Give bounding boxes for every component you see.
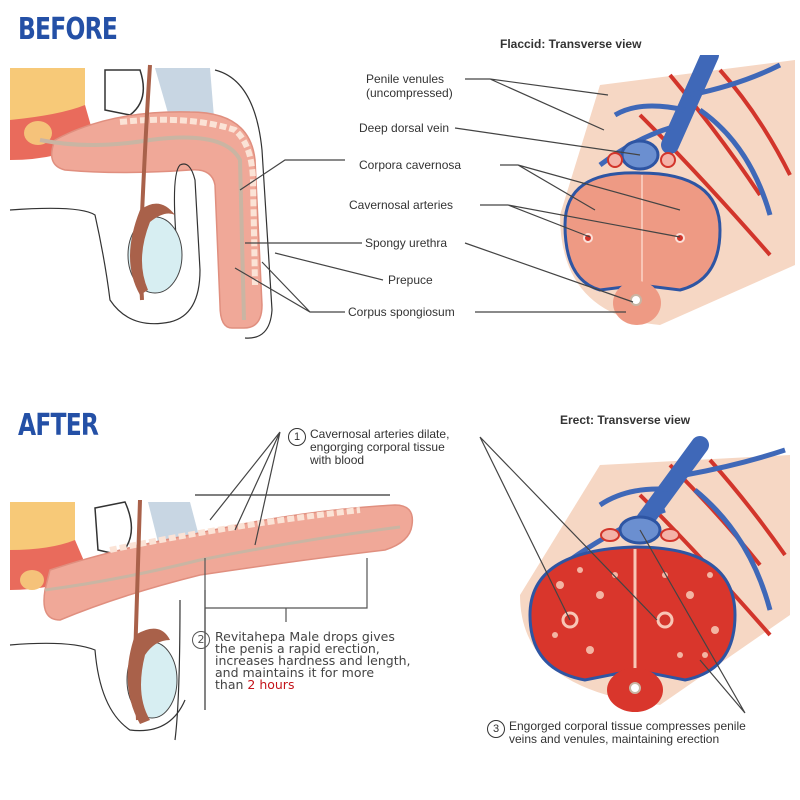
length-bracket	[204, 558, 368, 622]
erect-transverse-illustration	[520, 436, 790, 712]
cavernosal-artery-right	[675, 233, 685, 243]
step-2-line: Revitahepa Male drops gives	[215, 629, 395, 644]
label-prepuce: Prepuce	[388, 273, 433, 287]
leader-cavernosal-arteries	[480, 204, 681, 238]
erect-sagittal-illustration	[9, 494, 414, 741]
flaccid-transverse-illustration	[560, 55, 795, 325]
dorsal-artery-left	[607, 152, 623, 168]
dorsal-artery-left	[600, 528, 620, 542]
epididymis	[127, 628, 170, 724]
dorsal-artery-right	[660, 528, 680, 542]
step-1-line: with blood	[310, 453, 365, 467]
duration-highlight: 2 hours	[247, 677, 295, 692]
label-corpora-cavernosa: Corpora cavernosa	[359, 158, 462, 172]
leader-prepuce	[274, 252, 384, 281]
leader-deep-dorsal-vein	[454, 127, 641, 156]
step-2-line: and maintains it for more	[215, 665, 375, 680]
engorged-corpora-cavernosa	[528, 545, 737, 682]
dorsal-artery-red	[638, 68, 792, 257]
label-penile-venules: Penile venules (uncompressed)	[366, 72, 453, 100]
step-1-line: engorging corporal tissue	[310, 440, 445, 454]
cavernosal-artery-right	[656, 611, 674, 629]
step-3-line: veins and venules, maintaining erection	[509, 732, 720, 746]
step-3-number-badge: 3	[487, 720, 505, 738]
skin-outline	[214, 69, 273, 339]
urethra-tube	[39, 135, 246, 321]
erect-view-title: Erect: Transverse view	[560, 413, 691, 427]
flaccid-view-title: Flaccid: Transverse view	[500, 37, 642, 51]
step-1-line: Cavernosal arteries dilate,	[310, 427, 450, 441]
leader-corpus-spongiosum	[234, 261, 626, 313]
penile-venule-branches	[598, 62, 782, 216]
penile-venule-branches	[568, 447, 786, 611]
leader-step3	[639, 529, 746, 714]
leader-step1-arteries	[209, 431, 281, 546]
deep-dorsal-vein-trunk	[661, 55, 719, 154]
leader-penile-venules	[465, 78, 609, 131]
label-deep-dorsal-vein: Deep dorsal vein	[359, 121, 450, 135]
label-cavernosal-arteries: Cavernosal arteries	[349, 198, 454, 212]
step-2-line: increases hardness and length,	[215, 653, 411, 668]
step-2-line: the penis a rapid erection,	[215, 641, 380, 656]
deep-dorsal-vein-trunk	[636, 436, 709, 529]
prostate-gland	[20, 570, 44, 590]
step-2-number-badge: 2	[192, 631, 210, 649]
spongy-urethra	[629, 682, 641, 694]
urethra-tube	[44, 525, 401, 592]
label-corpus-spongiosum: Corpus spongiosum	[348, 305, 455, 319]
scrotum-outline	[9, 642, 186, 732]
corpus-cavernosum-band	[119, 116, 258, 286]
leader-spongy-urethra	[245, 242, 634, 303]
step-1-number-badge: 1	[288, 428, 306, 446]
flaccid-sagittal-illustration	[9, 64, 273, 339]
skin-outline	[174, 494, 390, 741]
dorsal-artery-right	[660, 152, 676, 168]
leader-corpora-cavernosa	[239, 159, 681, 211]
leader-step1-transverse	[479, 436, 658, 621]
after-title: AFTER	[18, 408, 99, 443]
flaccid-shaft	[50, 111, 263, 329]
step-3-line: Engorged corporal tissue compresses peni…	[509, 719, 746, 733]
flaccid-leader-lines	[234, 78, 681, 313]
spongy-urethra	[630, 294, 642, 306]
label-spongy-urethra: Spongy urethra	[365, 236, 448, 250]
step-2-line: than 2 hours	[215, 677, 295, 692]
epididymis	[130, 203, 175, 295]
scrotum-outline	[9, 163, 201, 325]
before-title: BEFORE	[18, 12, 118, 47]
